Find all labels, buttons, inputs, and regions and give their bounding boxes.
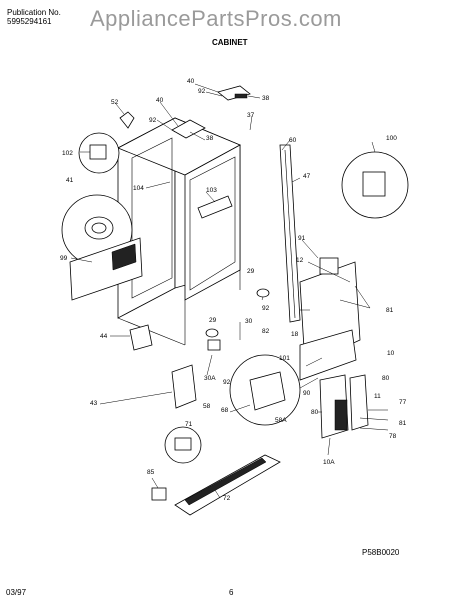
callout: 80 (382, 375, 390, 382)
section-title: CABINET (212, 38, 248, 47)
callout: 91 (298, 235, 306, 242)
callout: 92 (198, 88, 206, 95)
callout: 41 (66, 177, 74, 184)
callout: 85 (147, 469, 155, 476)
top-hinge (171, 85, 251, 139)
callout: 58A (275, 417, 287, 424)
callout: 92 (223, 379, 231, 386)
cabinet-shell (117, 117, 241, 346)
callout: 37 (247, 112, 255, 119)
callout: 77 (399, 399, 407, 406)
callout: 68 (221, 407, 229, 414)
divider-cap (197, 195, 233, 219)
callout: 90 (303, 390, 311, 397)
leveler-assembly (171, 364, 197, 409)
callout: 80 (311, 409, 319, 416)
publication-number: 5995294161 (7, 17, 52, 26)
watermark: AppliancePartsPros.com (90, 6, 342, 31)
callout: 18 (291, 331, 299, 338)
callout: 99 (60, 255, 68, 262)
leader-lines (70, 83, 389, 499)
callout: 101 (279, 355, 290, 362)
callout: 82 (262, 328, 270, 335)
callout: 40 (187, 78, 195, 85)
callout: 44 (100, 333, 108, 340)
right-panel-assembly (299, 257, 369, 439)
footer-date: 03/97 (6, 588, 27, 597)
callout: 104 (133, 185, 144, 192)
diagram-code: P58B0020 (362, 548, 400, 557)
callout: 81 (399, 420, 407, 427)
callout: 43 (90, 400, 98, 407)
publication-label: Publication No. (7, 8, 61, 17)
callout: 103 (206, 187, 217, 194)
callout: 29 (247, 268, 255, 275)
callout: 30 (245, 318, 253, 325)
callout: 12 (296, 257, 304, 264)
callout: 38 (206, 135, 214, 142)
callout: 92 (149, 117, 157, 124)
callout: 78 (389, 433, 397, 440)
callout: 102 (62, 150, 73, 157)
callout: 40 (156, 97, 164, 104)
callout: 60 (289, 137, 297, 144)
kick-plate (174, 454, 281, 516)
callout-labels: 40 92 38 52 40 92 38 37 60 100 102 41 10… (60, 78, 407, 502)
callout: 71 (185, 421, 193, 428)
callout: 81 (386, 307, 394, 314)
callout: 52 (111, 99, 119, 106)
callout: 92 (262, 305, 270, 312)
callout: 10 (387, 350, 395, 357)
callout: 58 (203, 403, 211, 410)
callout: 38 (262, 95, 270, 102)
callout: 72 (223, 495, 231, 502)
callout: 10A (323, 459, 335, 466)
callout: 11 (374, 393, 381, 400)
callout: 30A (204, 375, 216, 382)
page-number: 6 (229, 588, 234, 597)
callout: 29 (209, 317, 217, 324)
callout: 100 (386, 135, 397, 142)
bracket-44 (129, 324, 153, 351)
callout: 47 (303, 173, 311, 180)
hinge-bracket (119, 111, 135, 129)
